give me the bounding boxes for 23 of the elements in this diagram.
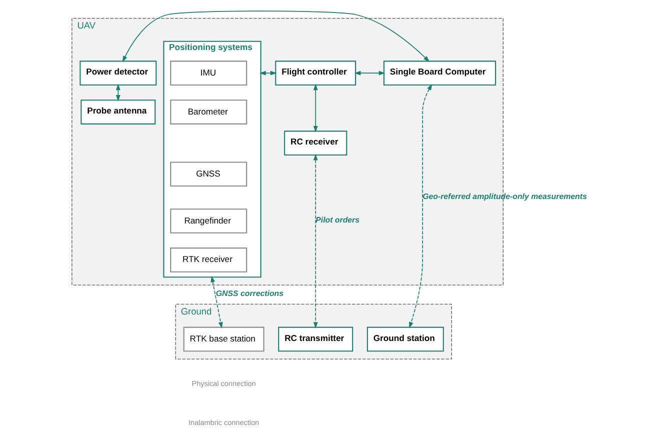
arrow bbox=[408, 84, 432, 328]
arrow bbox=[258, 70, 276, 76]
legend-label: Inalambric connection bbox=[188, 418, 259, 427]
node-box: RTK base station bbox=[182, 326, 264, 352]
node-box: RTK receiver bbox=[170, 248, 247, 272]
arrow bbox=[122, 10, 430, 62]
node-box: IMU bbox=[170, 60, 247, 86]
arrow bbox=[312, 84, 318, 132]
node-box: Ground station bbox=[366, 326, 444, 352]
arrow bbox=[210, 276, 222, 328]
node-box: GNSS bbox=[170, 162, 247, 187]
node-box: RC transmitter bbox=[278, 326, 353, 352]
node-box: Power detector bbox=[79, 60, 156, 86]
arrow bbox=[312, 154, 318, 328]
arrow bbox=[354, 70, 385, 76]
node-box: Flight controller bbox=[274, 60, 356, 86]
node-box: Rangefinder bbox=[170, 208, 247, 234]
node-box: Probe antenna bbox=[80, 100, 156, 124]
arrow bbox=[115, 84, 120, 102]
legend-label: Physical connection bbox=[191, 378, 256, 388]
node-box: Barometer bbox=[170, 100, 247, 124]
node-box: RC receiver bbox=[284, 130, 347, 156]
node-box: Single Board Computer bbox=[382, 60, 496, 86]
